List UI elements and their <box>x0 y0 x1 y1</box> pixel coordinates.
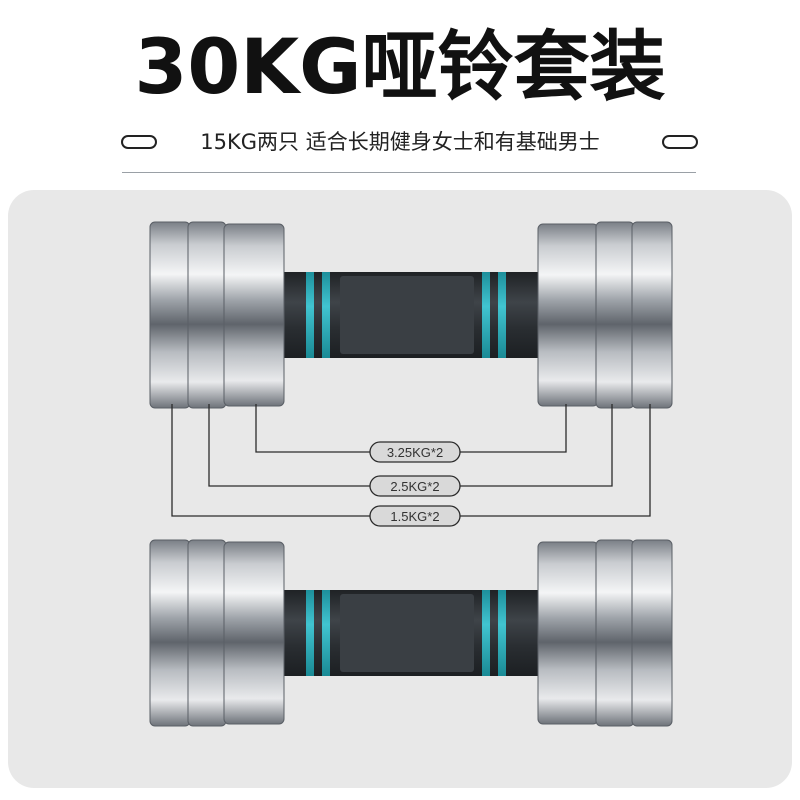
dumbbell-bottom <box>149 539 673 727</box>
dumbbell-top <box>149 221 673 409</box>
page-title: 30KG哑铃套装 <box>134 22 666 111</box>
pill-decoration-right <box>662 135 698 149</box>
plate-label-1: 3.25KG*2 <box>369 441 461 463</box>
subtitle-text: 15KG两只 适合长期健身女士和有基础男士 <box>200 130 600 154</box>
pill-decoration-left <box>121 135 157 149</box>
svg-text:1.5KG*2: 1.5KG*2 <box>390 509 439 524</box>
svg-text:3.25KG*2: 3.25KG*2 <box>387 445 443 460</box>
subtitle-row: 15KG两只 适合长期健身女士和有基础男士 <box>0 126 800 158</box>
svg-text:2.5KG*2: 2.5KG*2 <box>390 479 439 494</box>
plate-label-2: 2.5KG*2 <box>369 475 461 497</box>
plate-label-3: 1.5KG*2 <box>369 505 461 527</box>
divider-line <box>122 172 696 173</box>
